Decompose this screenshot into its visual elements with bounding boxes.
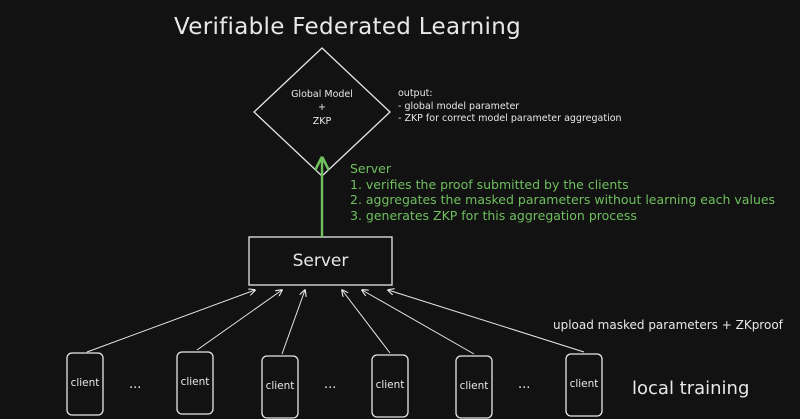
global-model-plus: + [318,102,326,113]
ellipsis: ... [518,377,531,392]
ellipsis: ... [324,377,337,392]
upload-arrow [196,290,282,351]
server-notes-item: 1. verifies the proof submitted by the c… [350,176,629,192]
client-box [176,351,214,415]
output-heading: output: [398,88,433,99]
server-notes-item: 2. aggregates the masked parameters with… [350,192,776,207]
server-label: Server [292,251,349,271]
upload-arrow [342,290,391,354]
output-item: - ZKP for correct model parameter aggreg… [398,113,622,124]
client-label: client [180,376,210,388]
client-label: client [70,377,100,389]
server-notes: Server 1. verifies the proof submitted b… [350,161,775,223]
client-box [371,354,409,418]
global-model-label: Global Model [291,89,353,100]
client-box [455,355,493,419]
client-label: client [375,379,405,391]
diagram-title: Verifiable Federated Learning [174,14,522,40]
local-training-label: local training [632,378,750,399]
server-notes-item: 3. generates ZKP for this aggregation pr… [350,207,637,223]
client-box [261,355,299,419]
output-notes: output: - global model parameter - ZKP f… [398,88,622,126]
server-box [248,236,393,286]
global-model-zkp: ZKP [312,116,332,127]
server-notes-heading: Server [350,161,391,176]
client-box [565,353,603,417]
client-label: client [569,378,599,390]
client-label: client [265,380,295,392]
upload-arrow [388,290,585,353]
ellipsis: ... [129,377,142,392]
client-box [66,352,104,416]
upload-arrow [281,290,305,355]
client-label: client [459,380,489,392]
upload-arrow [86,290,255,353]
upload-arrow [362,290,475,355]
upload-label: upload masked parameters + ZKproof [553,318,783,332]
output-item: - global model parameter [398,100,520,112]
